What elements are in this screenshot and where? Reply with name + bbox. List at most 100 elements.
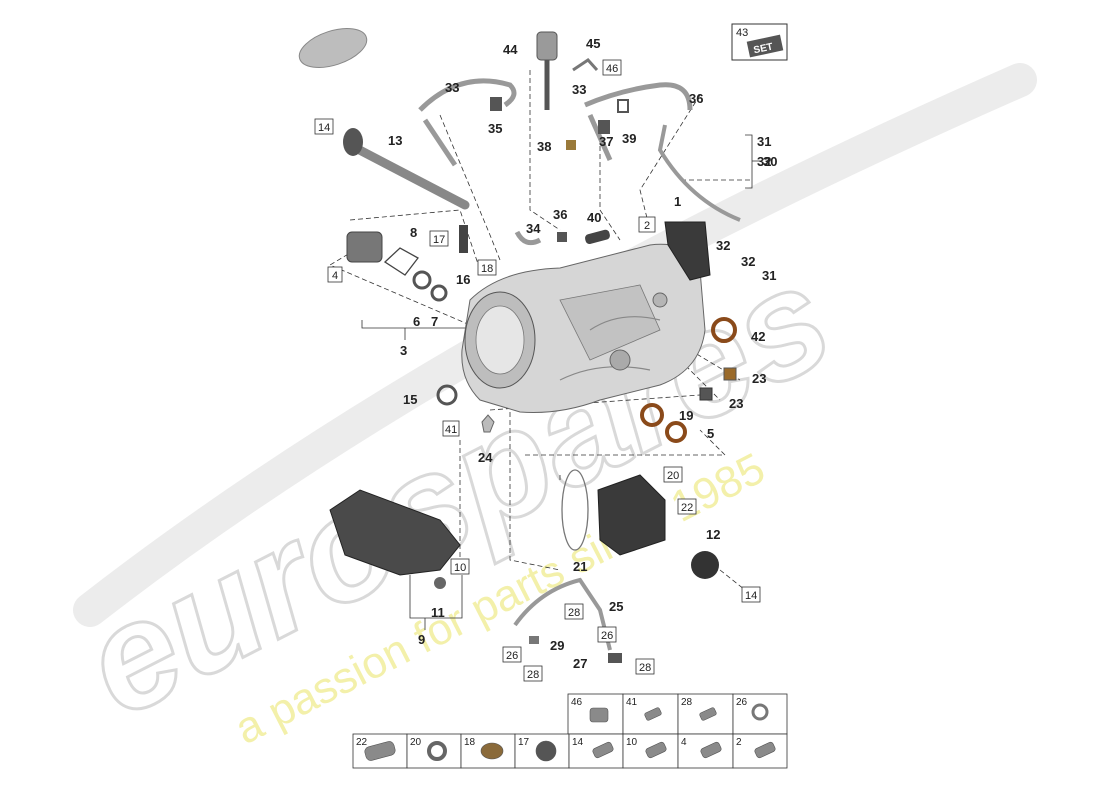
hose-34: [514, 230, 542, 246]
bolt-46-icon: [589, 707, 609, 723]
plug-23a: [723, 367, 737, 381]
callout-13: 13: [388, 133, 402, 148]
callout-31-top: 31: [757, 134, 771, 149]
set-badge: 43 SET: [731, 23, 788, 61]
grid-label-41: 41: [626, 697, 638, 708]
vent-line-30: [657, 124, 741, 222]
callout-38: 38: [537, 139, 551, 154]
flange-3: [346, 231, 383, 263]
parts-shapes: [298, 28, 741, 663]
callout-4: 4: [332, 270, 338, 282]
sensor-16: [459, 225, 468, 253]
grid-label-26: 26: [736, 697, 748, 708]
seal-20-icon: [427, 741, 447, 761]
clamp-35: [490, 97, 502, 111]
callout-40: 40: [587, 210, 601, 225]
clip-29: [529, 636, 539, 644]
callout-32-left: 32: [716, 238, 730, 253]
callout-16: 16: [456, 272, 470, 287]
callout-36-mid: 36: [553, 207, 567, 222]
oil-pan-9: [329, 489, 461, 576]
callout-5: 5: [707, 426, 714, 441]
seal-5: [665, 421, 687, 443]
boxed-callouts: [314, 59, 761, 682]
callout-27: 27: [573, 656, 587, 671]
callout-32-top: 32: [757, 154, 771, 169]
bolt-14-icon: [592, 741, 614, 759]
seal-18-icon: [480, 742, 504, 760]
callout-7: 7: [431, 314, 438, 329]
bolt-28-icon: [699, 707, 717, 721]
callout-10: 10: [454, 562, 466, 574]
callout-1: 1: [674, 194, 681, 209]
callout-14-top: 14: [318, 122, 330, 134]
grid-label-2: 2: [736, 737, 742, 748]
nut-17-icon: [535, 740, 557, 762]
callout-39: 39: [622, 131, 636, 146]
bracket-45: [572, 58, 599, 72]
seal-6: [412, 270, 432, 290]
grid-label-46: 46: [571, 697, 583, 708]
callout-45: 45: [586, 36, 600, 51]
set-badge-number: 43: [736, 27, 748, 39]
callout-33-right: 33: [572, 82, 586, 97]
clamp-37: [598, 120, 610, 134]
callout-15: 15: [403, 392, 417, 407]
grid-label-14: 14: [572, 737, 584, 748]
callout-23-top: 23: [752, 371, 766, 386]
boxed-callout-labels: 14 46 2 17 18 4 41 20 22 10 14 28 26 26 …: [318, 63, 757, 681]
parts-grid: 46 41 28 26 22 20 18 17 14 10 4 2: [352, 693, 788, 769]
grid-label-18: 18: [464, 737, 476, 748]
callout-41: 41: [445, 424, 457, 436]
callout-8: 8: [410, 225, 417, 240]
drain-plug-11: [434, 577, 446, 589]
sleeve-22-icon: [364, 741, 396, 761]
callout-44: 44: [503, 42, 518, 57]
cover-22: [597, 474, 666, 556]
callout-6: 6: [413, 314, 420, 329]
grid-label-20: 20: [410, 737, 422, 748]
clip-38: [566, 140, 576, 150]
grid-label-17: 17: [518, 737, 530, 748]
callout-3: 3: [400, 343, 407, 358]
set-badge-text: SET: [753, 42, 774, 57]
callout-17: 17: [433, 234, 445, 246]
callout-23-bottom: 23: [729, 396, 743, 411]
hose-40: [585, 229, 610, 245]
callout-14-bottom: 14: [745, 590, 757, 602]
callout-31-bottom: 31: [762, 268, 776, 283]
callout-28-right: 28: [639, 662, 651, 674]
clip-36: [557, 232, 567, 242]
callout-28-top: 28: [568, 607, 580, 619]
solid-bracket-lines: [361, 134, 760, 630]
callout-9: 9: [418, 632, 425, 647]
callout-46: 46: [606, 63, 618, 75]
gasket-8: [383, 247, 419, 276]
grid-label-4: 4: [681, 737, 687, 748]
callout-37: 37: [599, 134, 613, 149]
callout-26-right: 26: [601, 630, 613, 642]
bolt-41-icon: [644, 707, 662, 721]
callout-18: 18: [481, 263, 493, 275]
bolt-4-icon: [700, 741, 722, 759]
vent-tube-33-right: [584, 82, 693, 162]
callout-19: 19: [679, 408, 693, 423]
callout-22: 22: [681, 502, 693, 514]
callout-numbers: 44 45 33 33 36 35 37 39 38 13 31 32 30 1…: [388, 36, 776, 671]
plug-23b: [699, 387, 713, 401]
seal-7: [430, 284, 448, 302]
callout-26-left: 26: [506, 650, 518, 662]
callout-21: 21: [573, 559, 587, 574]
callout-20: 20: [667, 470, 679, 482]
callout-29: 29: [550, 638, 564, 653]
callout-28-bottom: 28: [527, 669, 539, 681]
shaft-end: [343, 128, 363, 156]
watermark: eurospares a passion for parts since 198…: [57, 63, 1037, 754]
grid-label-10: 10: [626, 737, 638, 748]
pipe-25: [513, 577, 612, 651]
grid-label-28: 28: [681, 697, 693, 708]
callout-35: 35: [488, 121, 502, 136]
clip-27: [608, 653, 622, 663]
washer-26-icon: [751, 703, 769, 721]
